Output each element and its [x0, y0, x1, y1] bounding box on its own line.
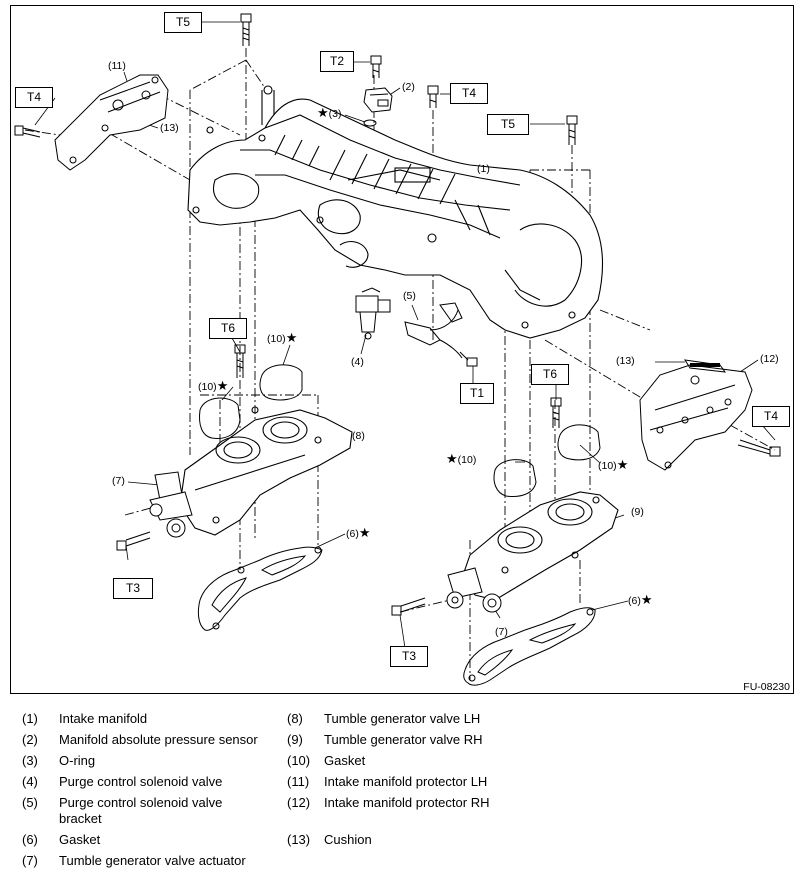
gasket-10-lh	[199, 364, 303, 439]
figure-code: FU-08230	[743, 681, 790, 693]
bolt-t3-right	[391, 597, 426, 616]
callout-6-rh: (6)★	[628, 592, 653, 607]
callout-10-right: (10)★	[598, 457, 629, 472]
torque-tag-t6-right: T6	[531, 364, 569, 385]
torque-tag-t3-left: T3	[113, 578, 153, 599]
callout-2: (2)	[402, 81, 415, 93]
callout-13-left: (13)	[160, 122, 179, 134]
gasket-10-rh	[493, 424, 601, 497]
torque-tag-t1: T1	[460, 383, 494, 404]
callout-1: (1)	[477, 163, 490, 175]
bolt-t6-left	[234, 344, 246, 378]
bolt-t2	[370, 55, 382, 78]
star-mark: ★	[285, 330, 298, 345]
diagram-frame	[10, 5, 794, 694]
callout-10-upper: (10)★	[267, 330, 298, 345]
star-mark: ★	[317, 105, 329, 120]
bolt-t4-left	[14, 125, 41, 138]
tumble-generator-valve-actuator-lh	[149, 471, 193, 538]
torque-tag-t3-right: T3	[390, 646, 428, 667]
purge-valve-bracket	[404, 302, 463, 359]
bolt-t6-right	[550, 397, 562, 428]
bolt-t5-left	[240, 13, 252, 46]
exploded-view-diagram	[14, 13, 781, 686]
torque-tag-t6-left: T6	[209, 318, 247, 339]
torque-tag-t5-left: T5	[164, 12, 202, 33]
callout-7-lh: (7)	[112, 475, 125, 487]
callout-12: (12)	[760, 353, 779, 365]
callout-6-lh: (6)★	[346, 525, 371, 540]
star-mark: ★	[216, 378, 229, 393]
gasket-6-rh	[463, 607, 596, 686]
o-ring	[363, 119, 377, 127]
torque-tag-t2: T2	[320, 51, 354, 72]
callout-4: (4)	[351, 356, 364, 368]
callout-10-left: (10)★	[198, 378, 229, 393]
star-mark: ★	[640, 592, 653, 607]
intake-manifold-protector-lh	[54, 74, 169, 171]
callout-5: (5)	[403, 290, 416, 302]
torque-tag-t4-right: T4	[752, 406, 790, 427]
bolt-t1	[459, 351, 478, 367]
torque-tag-t5-right: T5	[487, 114, 529, 135]
intake-manifold	[187, 85, 604, 339]
star-mark: ★	[358, 525, 371, 540]
bolts	[14, 13, 781, 616]
star-mark: ★	[616, 457, 629, 472]
torque-tag-t4-top: T4	[450, 83, 488, 104]
bolt-t4-right	[737, 439, 781, 457]
torque-tag-t4-left: T4	[15, 87, 53, 108]
bolt-t3-left	[116, 531, 151, 551]
callout-13-right: (13)	[616, 355, 635, 367]
callout-11: (11)	[108, 60, 126, 72]
bolt-t4-top	[427, 85, 439, 108]
callout-8: (8)	[352, 430, 365, 442]
callout-9: (9)	[631, 506, 644, 518]
tumble-generator-valve-rh	[461, 491, 619, 601]
gasket-6-lh	[197, 546, 323, 631]
callout-3: ★(3)	[317, 105, 342, 120]
callout-7-rh: (7)	[495, 626, 508, 638]
map-sensor	[363, 87, 393, 113]
bolt-t5-right	[566, 115, 578, 145]
tumble-generator-valve-actuator-rh	[446, 567, 502, 613]
intake-manifold-protector-rh	[639, 359, 753, 471]
purge-control-solenoid-valve	[355, 287, 391, 340]
star-mark: ★	[446, 451, 458, 466]
tumble-generator-valve-lh	[179, 406, 353, 536]
callout-10-right-lower: ★(10)	[446, 451, 477, 466]
